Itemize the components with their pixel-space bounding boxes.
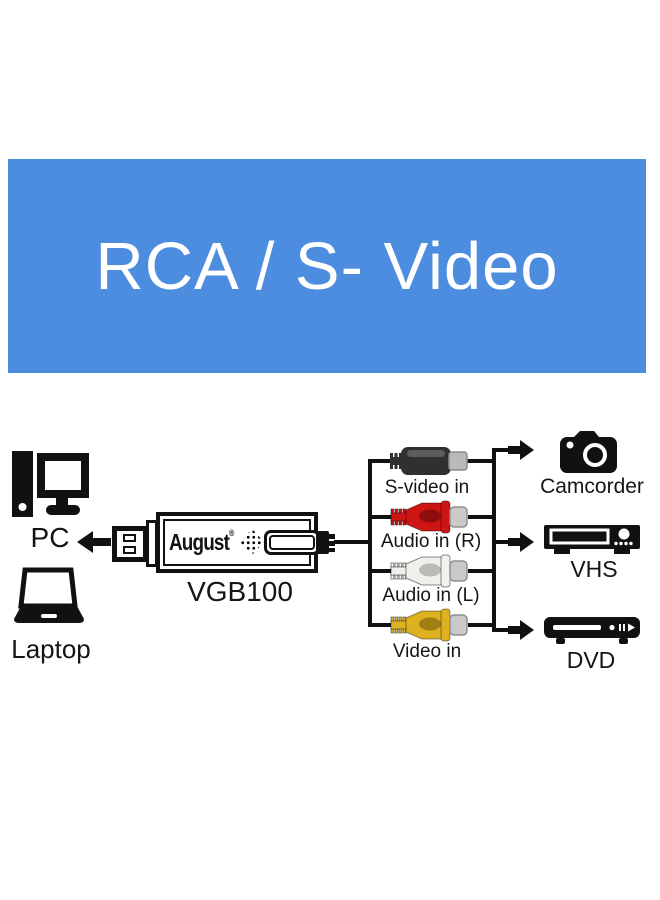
rca-plug-white-icon <box>385 554 468 588</box>
cable-line <box>334 540 369 544</box>
title-banner: RCA / S- Video <box>8 159 646 373</box>
laptop-icon <box>14 567 84 623</box>
s-video-plug-icon <box>385 447 468 475</box>
tip-line-audio-l <box>468 569 494 573</box>
stub-video <box>368 623 390 627</box>
usb-pin <box>123 534 136 542</box>
output-label-vhs: VHS <box>570 556 618 582</box>
cable-plug-icon <box>316 531 335 554</box>
arrow-right-icon <box>508 532 534 552</box>
left-bus-line <box>368 459 372 627</box>
rca-plug-red-icon <box>385 500 468 534</box>
pc-label: PC <box>30 522 70 553</box>
arrow-right-icon <box>508 440 534 460</box>
input-label-svideo: S-video in <box>384 477 470 498</box>
stub-audio-r <box>368 515 390 519</box>
stub-camcorder <box>492 448 508 452</box>
arrow-left-icon <box>77 531 111 553</box>
vhs-player-icon <box>544 525 640 554</box>
rca-plug-yellow-icon <box>385 608 468 642</box>
trademark-mark: ® <box>229 527 235 538</box>
laptop-label: Laptop <box>11 634 91 664</box>
banner-title: RCA / S- Video <box>95 228 559 304</box>
pc-icon <box>12 451 89 517</box>
camcorder-icon <box>560 431 617 473</box>
model-label: VGB100 <box>187 576 293 607</box>
dvd-player-icon <box>544 617 640 644</box>
output-label-camcorder: Camcorder <box>540 475 644 498</box>
usb-pin <box>123 546 136 554</box>
brand-text: August <box>169 528 230 555</box>
output-label-dvd: DVD <box>566 647 616 673</box>
stub-svideo <box>368 459 390 463</box>
stub-audio-l <box>368 569 390 573</box>
adapter-body: August® <box>156 512 320 573</box>
brand-logo: August® <box>169 527 234 555</box>
stub-vhs <box>494 540 508 544</box>
tip-line-audio-r <box>468 515 494 519</box>
av-socket-inner <box>269 535 315 550</box>
input-label-video: Video in <box>392 641 462 662</box>
tip-line-video <box>468 623 494 627</box>
input-label-audio-r: Audio in (R) <box>380 531 482 552</box>
av-socket <box>264 530 320 555</box>
stub-dvd <box>492 628 508 632</box>
arrow-right-icon <box>508 620 534 640</box>
tip-line-svideo <box>466 459 494 463</box>
usb-connector-icon <box>112 526 148 562</box>
input-label-audio-l: Audio in (L) <box>382 585 480 606</box>
